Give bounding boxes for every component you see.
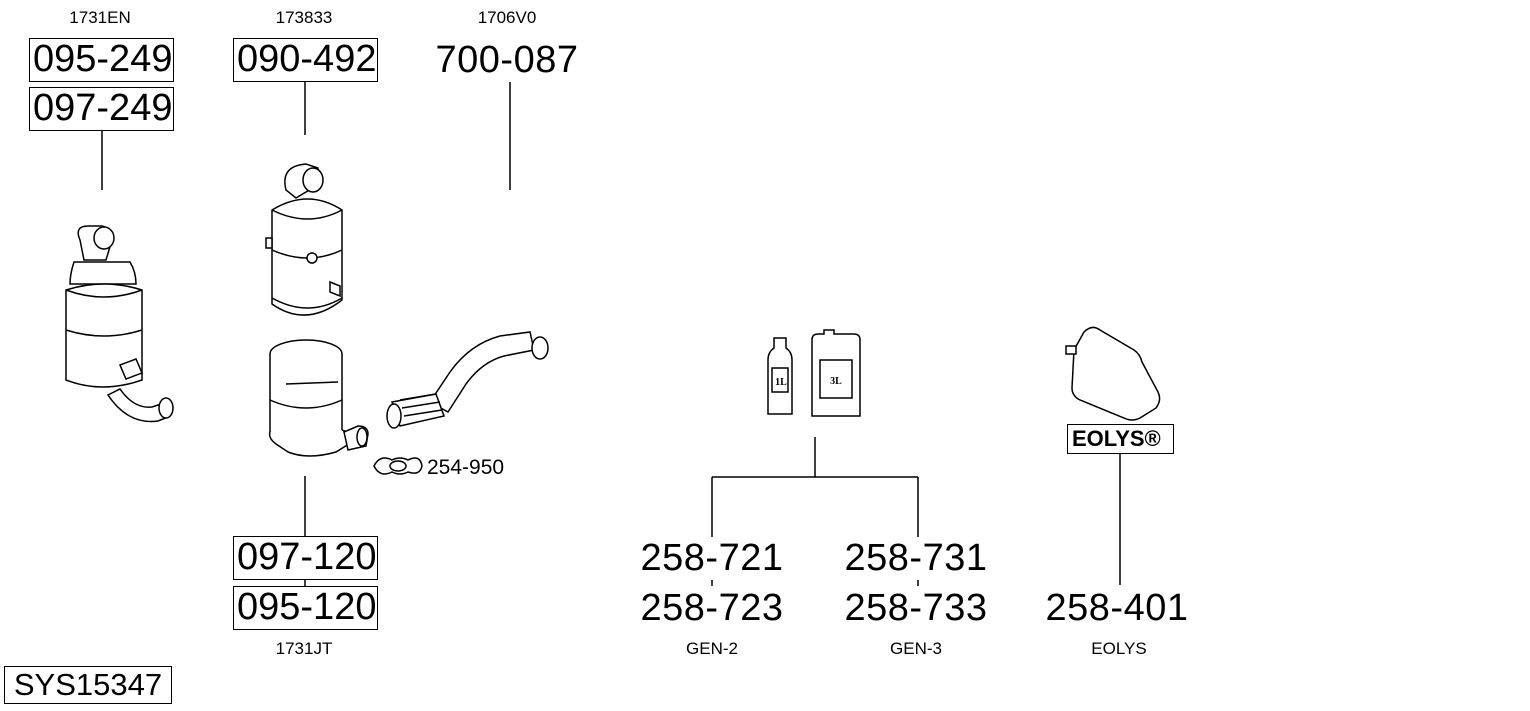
part-code-173833: 173833 (275, 8, 333, 27)
additive-label-gen-2: GEN-2 (686, 639, 738, 658)
particulate-filter-1731jt-icon (268, 339, 369, 457)
part-box-097-249[interactable]: 097-249 (29, 87, 174, 131)
particulate-filter-173833-icon (265, 163, 343, 316)
eolys-pouch-icon (1065, 326, 1161, 421)
bottle-label-3l: 3L (830, 376, 842, 387)
additive-bottles-icon (767, 329, 861, 417)
part-number-700-087[interactable]: 700-087 (435, 39, 579, 81)
part-number-258-401[interactable]: 258-401 (1045, 587, 1189, 629)
part-code-1731en: 1731EN (69, 8, 131, 27)
eolys-label: EOLYS (1091, 639, 1147, 658)
part-code-1706v0: 1706V0 (477, 8, 537, 27)
part-box-097-120[interactable]: 097-120 (233, 536, 378, 580)
part-box-095-120[interactable]: 095-120 (233, 586, 378, 630)
clamp-254-950-icon (373, 457, 423, 475)
part-code-1731jt: 1731JT (275, 639, 333, 658)
part-number-258-723[interactable]: 258-723 (640, 587, 784, 629)
part-number-258-731[interactable]: 258-731 (844, 537, 988, 579)
part-number-254-950[interactable]: 254-950 (427, 456, 505, 479)
part-number-258-733[interactable]: 258-733 (844, 587, 988, 629)
bottle-label-1l: 1L (775, 377, 787, 388)
catalytic-converter-1731en-icon (65, 225, 174, 423)
part-box-090-492[interactable]: 090-492 (233, 38, 378, 82)
system-id: SYS15347 (4, 666, 172, 704)
part-number-258-721[interactable]: 258-721 (640, 537, 784, 579)
eolys-badge: EOLYS® (1067, 424, 1174, 454)
exhaust-pipe-700-087-icon (386, 331, 549, 429)
additive-label-gen-3: GEN-3 (890, 639, 942, 658)
part-box-095-249[interactable]: 095-249 (29, 38, 174, 82)
